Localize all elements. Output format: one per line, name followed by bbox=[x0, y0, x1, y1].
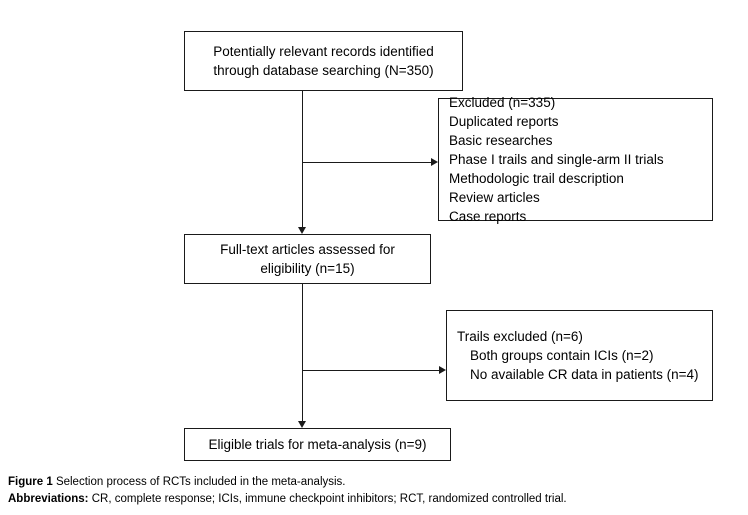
arrowhead-down-to-fulltext bbox=[298, 227, 306, 234]
box-fulltext-assessed: Full-text articles assessed for eligibil… bbox=[184, 234, 431, 284]
box-excluded-line-5: Methodologic trail description bbox=[449, 171, 624, 186]
box-excluded-line-1: Excluded (n=335) bbox=[449, 95, 556, 110]
box-excluded-line-3: Basic researches bbox=[449, 133, 553, 148]
box-trails-line-3: No available CR data in patients (n=4) bbox=[470, 367, 699, 382]
arrowhead-down-to-eligible bbox=[298, 421, 306, 428]
box-records-identified: Potentially relevant records identified … bbox=[184, 31, 463, 91]
figure-caption: Figure 1 Selection process of RCTs inclu… bbox=[8, 474, 740, 508]
box-excluded-line-6: Review articles bbox=[449, 190, 540, 205]
prisma-flow-diagram: Potentially relevant records identified … bbox=[184, 31, 713, 461]
box-eligible-line-1: Eligible trials for meta-analysis (n=9) bbox=[208, 437, 427, 452]
box-excluded-line-2: Duplicated reports bbox=[449, 114, 559, 129]
box-excluded-line-4: Phase I trails and single-arm II trials bbox=[449, 152, 664, 167]
connector-horizontal-to-excluded bbox=[302, 162, 431, 163]
caption-figure-label: Figure 1 bbox=[8, 476, 53, 488]
caption-abbreviations-text: CR, complete response; ICIs, immune chec… bbox=[91, 493, 567, 505]
connector-horizontal-to-trails-excluded bbox=[302, 370, 439, 371]
connector-vertical-records-to-fulltext bbox=[302, 91, 303, 227]
box-fulltext-line-2: eligibility (n=15) bbox=[260, 261, 355, 276]
arrowhead-right-to-excluded bbox=[431, 158, 438, 166]
box-trails-excluded: Trails excluded (n=6) Both groups contai… bbox=[446, 310, 713, 401]
caption-figure-text: Selection process of RCTs included in th… bbox=[55, 476, 346, 488]
box-records-line-2: through database searching (N=350) bbox=[213, 63, 434, 78]
arrowhead-right-to-trails-excluded bbox=[439, 366, 446, 374]
caption-abbreviations-line: Abbreviations: CR, complete response; IC… bbox=[8, 491, 740, 508]
caption-figure-line: Figure 1 Selection process of RCTs inclu… bbox=[8, 474, 740, 491]
box-trails-line-2: Both groups contain ICIs (n=2) bbox=[470, 348, 654, 363]
box-records-line-1: Potentially relevant records identified bbox=[213, 44, 434, 59]
caption-abbreviations-label: Abbreviations: bbox=[8, 493, 89, 505]
box-trails-line-1: Trails excluded (n=6) bbox=[457, 329, 583, 344]
box-fulltext-line-1: Full-text articles assessed for bbox=[220, 242, 395, 257]
connector-vertical-fulltext-to-eligible bbox=[302, 284, 303, 421]
box-excluded-line-7: Case reports bbox=[449, 209, 527, 224]
box-excluded: Excluded (n=335) Duplicated reports Basi… bbox=[438, 95, 713, 224]
box-eligible-trials: Eligible trials for meta-analysis (n=9) bbox=[184, 428, 451, 461]
